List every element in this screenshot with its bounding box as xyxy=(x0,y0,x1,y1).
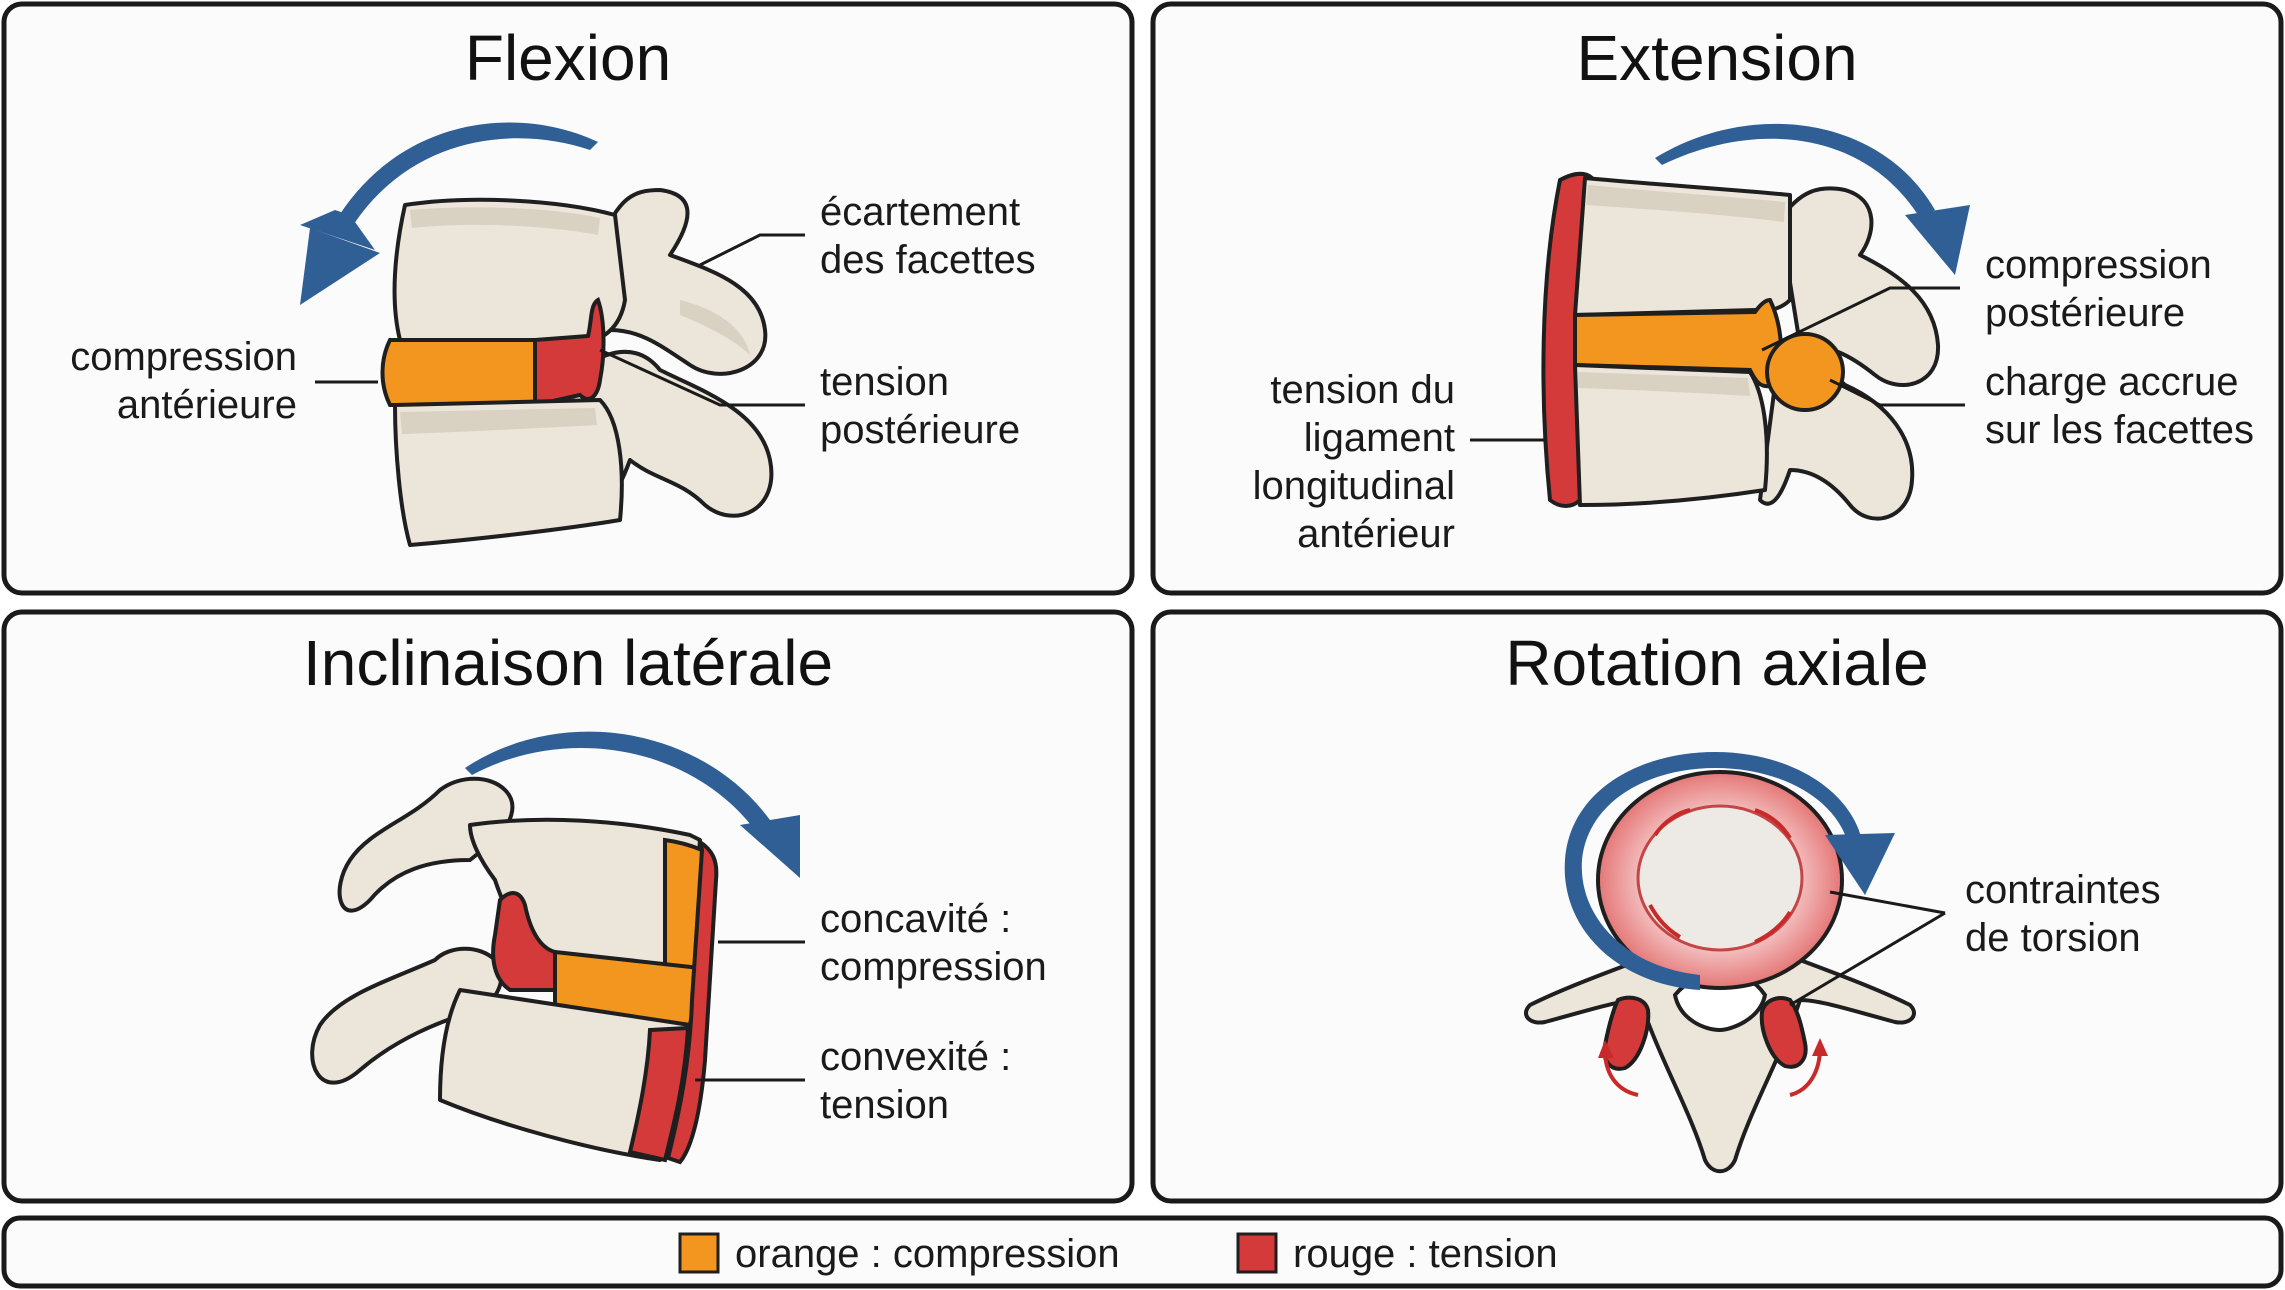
rotation-small-arrows xyxy=(1598,1038,1828,1097)
rotation-label-torsion-1: contraintes xyxy=(1965,868,2161,912)
extension-label-facet-load-2: sur les facettes xyxy=(1985,408,2254,452)
rotation-disc xyxy=(1596,770,1844,990)
rotation-leader-torsion-b xyxy=(1789,911,1946,1007)
lateral-disc xyxy=(491,891,703,1028)
extension-label-post-comp-2: postérieure xyxy=(1985,291,2185,335)
flexion-motion-arrow xyxy=(300,122,598,305)
panel-lateral-title: Inclinaison latérale xyxy=(303,627,833,699)
legend-frame xyxy=(1,1215,2284,1289)
panel-lateral: Inclinaison latérale con xyxy=(1,609,1135,1204)
panel-rotation-title: Rotation axiale xyxy=(1505,627,1928,699)
panel-extension-title: Extension xyxy=(1576,22,1857,94)
flexion-leader-facet-gap xyxy=(699,233,805,267)
flexion-lower-vertebra xyxy=(393,398,624,547)
flexion-label-post-tension-1: tension xyxy=(820,360,949,404)
legend: orange : compression rouge : tension xyxy=(1,1215,2284,1289)
flexion-label-facet-gap-2: des facettes xyxy=(820,238,1036,282)
lateral-motion-arrow xyxy=(465,731,800,878)
lateral-label-concave-2: compression xyxy=(820,945,1047,989)
extension-label-lig-3: longitudinal xyxy=(1253,464,1455,508)
lateral-lower-vertebra xyxy=(438,988,692,1163)
extension-leader-post-comp xyxy=(1761,286,1960,352)
lateral-label-convex-2: tension xyxy=(820,1083,949,1127)
rotation-leader-torsion-a xyxy=(1829,890,1946,915)
panel-flexion-title: Flexion xyxy=(465,22,671,94)
extension-leader-facet-load xyxy=(1829,378,1965,407)
extension-label-lig-1: tension du xyxy=(1270,368,1455,412)
legend-swatch-orange xyxy=(678,1232,720,1274)
legend-swatch-red xyxy=(1236,1232,1278,1274)
extension-label-post-comp-1: compression xyxy=(1985,243,2212,287)
panel-rotation: Rotation axiale xyxy=(1150,609,2284,1204)
lateral-convex-band xyxy=(665,837,719,1165)
rotation-label-torsion-2: de torsion xyxy=(1965,916,2141,960)
lateral-label-concave-1: concavité : xyxy=(820,897,1011,941)
flexion-posterior-elements xyxy=(583,188,774,518)
extension-label-lig-4: antérieur xyxy=(1297,512,1455,556)
extension-motion-arrow xyxy=(1655,123,1970,275)
flexion-label-post-tension-2: postérieure xyxy=(820,408,1020,452)
extension-label-facet-load-1: charge accrue xyxy=(1985,360,2238,404)
rotation-facet-right xyxy=(1759,996,1808,1069)
panel-extension: Extension compression xyxy=(1150,1,2284,596)
flexion-label-facet-gap-1: écartement xyxy=(820,190,1020,234)
extension-label-lig-2: ligament xyxy=(1304,416,1455,460)
flexion-label-ant-comp-2: antérieure xyxy=(117,383,297,427)
flexion-label-ant-comp-1: compression xyxy=(70,335,297,379)
rotation-facet-left xyxy=(1602,995,1651,1071)
rotation-motion-arrow xyxy=(1564,752,1895,990)
panel-flexion: Flexion écartement xyxy=(1,1,1135,596)
extension-facet-load xyxy=(1765,332,1845,412)
flexion-upper-vertebra xyxy=(392,197,627,342)
lateral-label-convex-1: convexité : xyxy=(820,1035,1011,1079)
legend-label-red: rouge : tension xyxy=(1293,1232,1558,1276)
extension-upper-vertebra xyxy=(1573,176,1792,317)
flexion-leader-post-tension xyxy=(599,348,805,407)
extension-lower-vertebra xyxy=(1573,363,1769,507)
legend-label-orange: orange : compression xyxy=(735,1232,1120,1276)
